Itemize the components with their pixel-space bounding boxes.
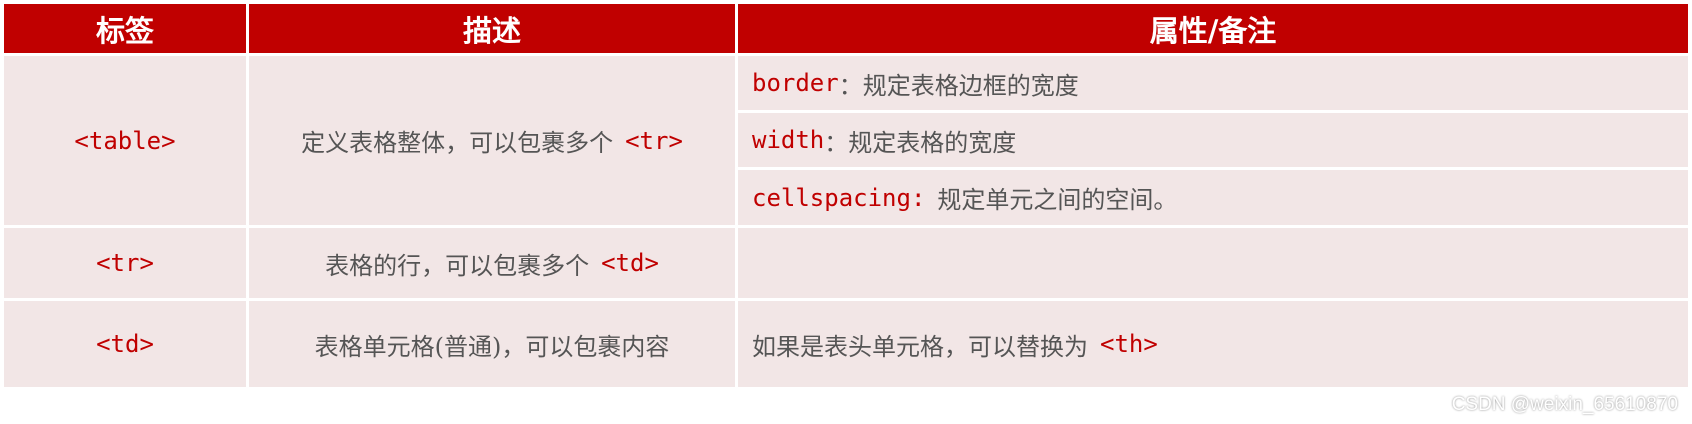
header-tag: 标签 xyxy=(4,4,246,53)
attribute-cellspacing: cellspacing: 规定单元之间的空间。 xyxy=(738,170,1688,225)
header-description: 描述 xyxy=(249,4,735,53)
attribute-code: border xyxy=(752,69,839,97)
table-row-2-tag: <tr> xyxy=(4,228,246,298)
attribute-code: cellspacing: xyxy=(752,183,926,212)
table-row-2-description: 表格的行，可以包裹多个 <td> xyxy=(249,228,735,298)
attribute-border: border：规定表格边框的宽度 xyxy=(738,56,1688,110)
description-code: <tr> xyxy=(625,126,683,155)
tag-code: <tr> xyxy=(96,249,154,277)
attribute-code: width xyxy=(752,126,825,154)
tag-code: <table> xyxy=(74,126,176,155)
note-text: 如果是表头单元格，可以替换为 xyxy=(752,332,1088,361)
tag-code: <td> xyxy=(96,330,154,358)
attribute-text: ：规定表格边框的宽度 xyxy=(838,71,1079,100)
description-text: 表格单元格(普通)，可以包裹内容 xyxy=(314,332,670,361)
attribute-width: width：规定表格的宽度 xyxy=(738,113,1688,167)
table-row-1-tag: <table> xyxy=(4,56,246,225)
table-row-2-note xyxy=(738,228,1688,298)
table-row-3-note: 如果是表头单元格，可以替换为 <th> xyxy=(738,301,1688,387)
note-code: <th> xyxy=(1100,330,1158,358)
attribute-text: ：规定表格的宽度 xyxy=(824,128,1017,157)
table-row-3-description: 表格单元格(普通)，可以包裹内容 xyxy=(249,301,735,387)
table-row-1-description: 定义表格整体，可以包裹多个 <tr> xyxy=(249,56,735,225)
description-text: 定义表格整体，可以包裹多个 xyxy=(301,129,614,157)
description-text: 表格的行，可以包裹多个 xyxy=(325,251,590,280)
tag-reference-table: 标签 描述 属性/备注 <table> 定义表格整体，可以包裹多个 <tr> bo… xyxy=(4,4,1688,418)
description-code: <td> xyxy=(601,249,659,277)
table-row-3-tag: <td> xyxy=(4,301,246,387)
watermark: CSDN @weixin_65610870 xyxy=(1451,394,1678,415)
attribute-text: 规定单元之间的空间。 xyxy=(937,186,1178,214)
header-attributes: 属性/备注 xyxy=(738,4,1688,53)
